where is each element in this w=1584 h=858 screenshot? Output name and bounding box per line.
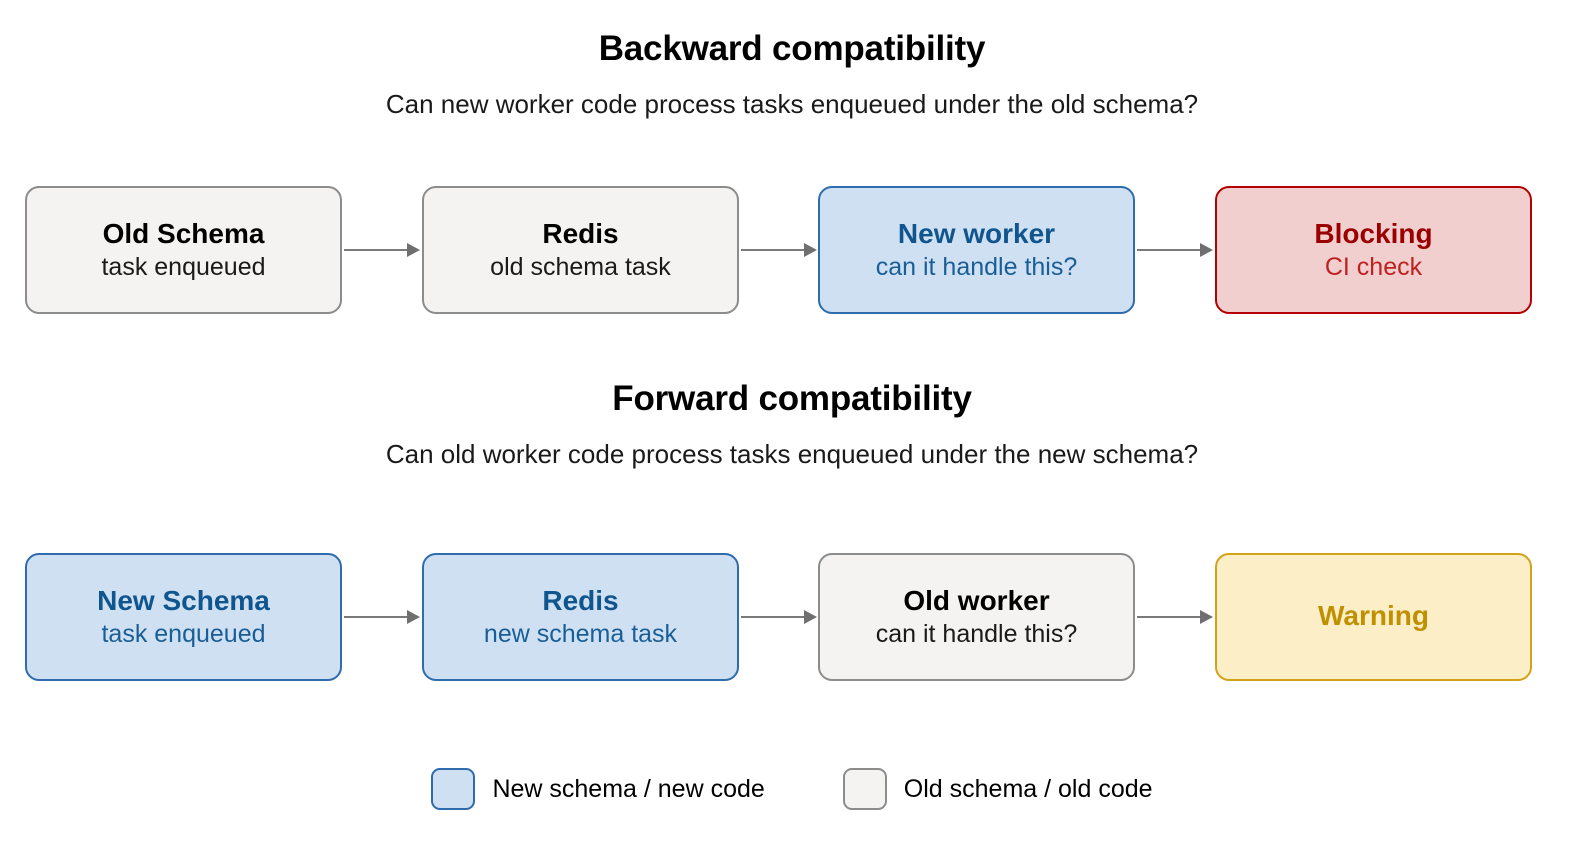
section-subtitle-forward: Can old worker code process tasks enqueu… xyxy=(385,439,1199,469)
arrow-head xyxy=(407,243,420,257)
node-subtitle: can it handle this? xyxy=(875,620,1078,649)
node-new-schema[interactable]: New Schema task enqueued xyxy=(25,553,342,681)
legend-swatch-blue-icon xyxy=(431,768,476,810)
node-subtitle: can it handle this? xyxy=(875,253,1078,282)
arrow-shaft xyxy=(741,616,804,618)
node-title: Blocking xyxy=(1314,218,1433,250)
node-title: Old worker xyxy=(903,585,1050,617)
node-subtitle: old schema task xyxy=(490,253,671,282)
arrow-right-icon xyxy=(344,243,420,257)
arrow-right-icon xyxy=(741,243,817,257)
legend-swatch-grey-icon xyxy=(842,768,887,810)
legend-label: Old schema / old code xyxy=(903,774,1153,803)
node-old-worker[interactable]: Old worker can it handle this? xyxy=(818,553,1135,681)
node-new-worker[interactable]: New worker can it handle this? xyxy=(818,186,1135,314)
node-title: Redis xyxy=(542,218,619,250)
arrow-shaft xyxy=(344,249,407,251)
node-subtitle: task enqueued xyxy=(101,253,266,282)
node-warning[interactable]: Warning xyxy=(1215,553,1532,681)
legend-item-new: New schema / new code xyxy=(431,768,765,810)
node-title: New Schema xyxy=(97,585,270,617)
flow-row-forward: New Schema task enqueued Redis new schem… xyxy=(0,553,1584,683)
legend-item-old: Old schema / old code xyxy=(842,768,1153,810)
node-title: New worker xyxy=(897,218,1056,250)
node-subtitle: new schema task xyxy=(483,620,678,649)
arrow-head xyxy=(804,243,817,257)
node-title: Warning xyxy=(1318,599,1429,631)
section-title-forward: Forward compatibility xyxy=(612,379,972,418)
node-title: Redis xyxy=(542,585,619,617)
arrow-head xyxy=(804,610,817,624)
node-title: Old Schema xyxy=(102,218,265,250)
node-old-schema[interactable]: Old Schema task enqueued xyxy=(25,186,342,314)
arrow-right-icon xyxy=(344,610,420,624)
arrow-right-icon xyxy=(1137,243,1213,257)
arrow-right-icon xyxy=(1137,610,1213,624)
arrow-shaft xyxy=(344,616,407,618)
arrow-shaft xyxy=(741,249,804,251)
node-redis-old[interactable]: Redis old schema task xyxy=(422,186,739,314)
arrow-head xyxy=(407,610,420,624)
arrow-shaft xyxy=(1137,616,1200,618)
flow-row-backward: Old Schema task enqueued Redis old schem… xyxy=(0,186,1584,316)
node-subtitle: CI check xyxy=(1324,253,1423,282)
arrow-right-icon xyxy=(741,610,817,624)
arrow-shaft xyxy=(1137,249,1200,251)
node-blocking-ci-check[interactable]: Blocking CI check xyxy=(1215,186,1532,314)
section-title-backward: Backward compatibility xyxy=(598,29,986,68)
legend: New schema / new code Old schema / old c… xyxy=(0,768,1584,810)
arrow-head xyxy=(1200,243,1213,257)
section-subtitle-backward: Can new worker code process tasks enqueu… xyxy=(385,89,1199,119)
node-subtitle: task enqueued xyxy=(101,620,266,649)
legend-label: New schema / new code xyxy=(492,774,765,803)
node-redis-new[interactable]: Redis new schema task xyxy=(422,553,739,681)
arrow-head xyxy=(1200,610,1213,624)
